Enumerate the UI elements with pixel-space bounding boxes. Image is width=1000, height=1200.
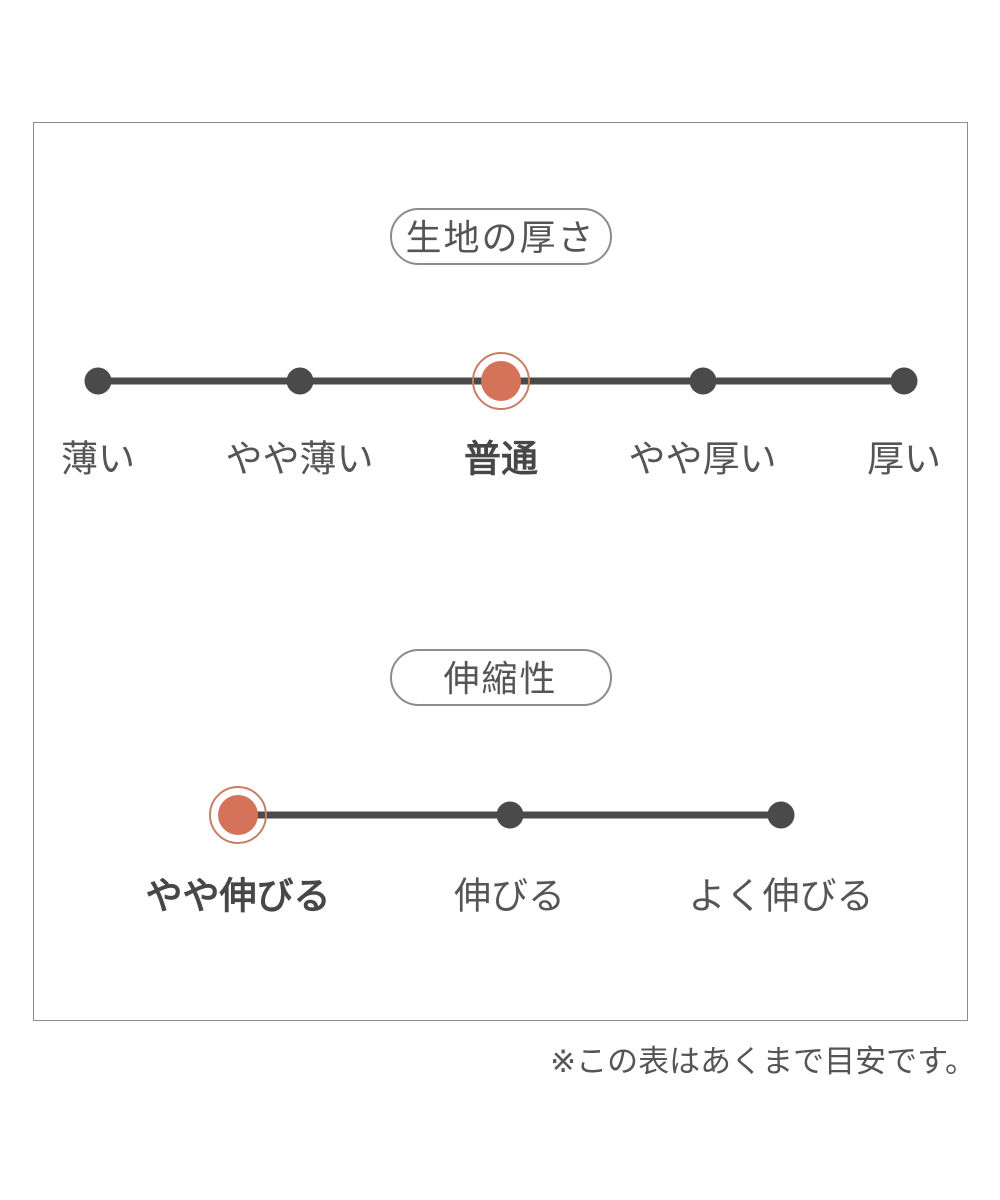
thickness-scale-section: 生地の厚さ 薄い やや薄い 普通 やや厚い 厚い [34, 208, 967, 519]
scale-option-label: 厚い [867, 438, 941, 480]
selected-marker-dot [209, 786, 267, 844]
scale-dot [890, 367, 918, 395]
scale-option-label: やや厚い [628, 438, 777, 480]
scale-dot [286, 367, 313, 395]
thickness-title: 生地の厚さ [405, 216, 596, 258]
stretch-scale-section: 伸縮性 やや伸びる 伸びる よく伸びる [34, 649, 967, 956]
scale-option-label: 薄い [61, 438, 135, 480]
disclaimer-note: ※この表はあくまで目安です。 [550, 1044, 976, 1079]
selected-marker-ring [472, 352, 530, 410]
scale-option-label: よく伸びる [688, 875, 874, 917]
selected-marker-dot [472, 352, 530, 410]
spec-frame: 生地の厚さ 薄い やや薄い 普通 やや厚い 厚い 伸縮性 やや伸びる 伸びる よく伸びる [33, 122, 968, 1021]
scale-dot [84, 367, 112, 395]
selected-marker-ring [209, 786, 267, 844]
stretch-title-pill: 伸縮性 [389, 649, 612, 706]
scale-option-label: 伸びる [454, 875, 565, 917]
thickness-title-pill: 生地の厚さ [389, 208, 612, 265]
scale-option-label-selected: 普通 [464, 438, 538, 480]
scale-dot [767, 801, 795, 829]
stretch-title: 伸縮性 [443, 657, 558, 699]
scale-dot [496, 801, 523, 829]
scale-option-label: やや薄い [225, 438, 374, 480]
scale-option-label-selected: やや伸びる [145, 875, 331, 917]
scale-dot [689, 367, 716, 395]
